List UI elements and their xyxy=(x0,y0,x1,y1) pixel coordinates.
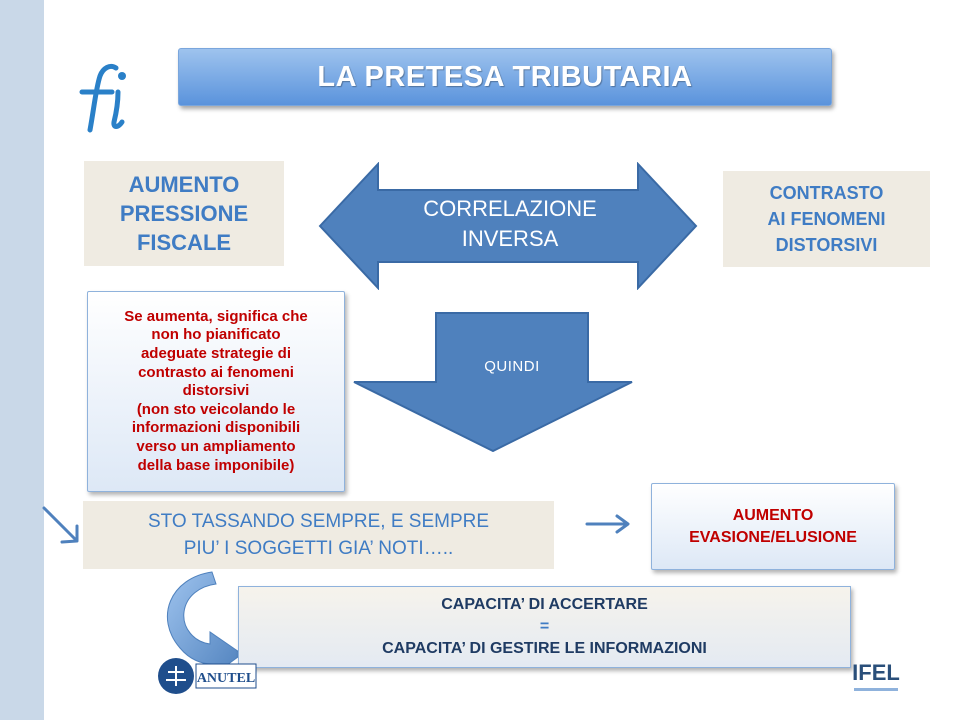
equals-sign: = xyxy=(539,618,550,635)
fi-logo xyxy=(79,63,126,133)
arrow-line: INVERSA xyxy=(461,226,559,251)
evasione-line: EVASIONE/ELUSIONE xyxy=(689,528,857,546)
explanation-box: Se aumenta, significa che non ho pianifi… xyxy=(87,291,345,492)
explanation-line: Se aumenta, significa che xyxy=(124,307,308,325)
box-line: CONTRASTO xyxy=(769,183,884,203)
tassando-line: PIU’ I SOGGETTI GIA’ NOTI….. xyxy=(183,538,454,559)
aumento-evasione-box: AUMENTO EVASIONE/ELUSIONE xyxy=(651,483,895,570)
ifel-text: IFEL xyxy=(852,660,900,685)
tassando-line: STO TASSANDO SEMPRE, E SEMPRE xyxy=(147,511,490,532)
explanation-line: verso un ampliamento xyxy=(136,437,296,455)
page-title-text: LA PRETESA TRIBUTARIA xyxy=(317,60,693,93)
correlazione-double-arrow xyxy=(318,162,698,290)
capacita-box: CAPACITA’ DI ACCERTARE = CAPACITA’ DI GE… xyxy=(238,586,851,668)
explanation-line: informazioni disponibili xyxy=(131,419,301,437)
arrow-line: CORRELAZIONE xyxy=(423,196,597,221)
capacita-line: CAPACITA’ DI GESTIRE LE INFORMAZIONI xyxy=(382,640,707,657)
quindi-down-arrow xyxy=(353,312,633,452)
diagonal-arrow-icon xyxy=(42,506,79,544)
box-line: FISCALE xyxy=(136,230,232,255)
explanation-line: (non sto veicolando le xyxy=(136,400,296,418)
box-line: AUMENTO xyxy=(128,172,240,197)
explanation-line: adeguate strategie di xyxy=(140,345,292,363)
capacita-line: CAPACITA’ DI ACCERTARE xyxy=(441,596,648,613)
box-line: PRESSIONE xyxy=(119,201,249,226)
anutel-logo: ANUTEL xyxy=(158,658,257,694)
right-arrow-icon xyxy=(585,514,630,534)
evasione-line: AUMENTO xyxy=(732,506,814,524)
anutel-text: ANUTEL xyxy=(197,671,255,686)
tassando-box: STO TASSANDO SEMPRE, E SEMPRE PIU’ I SOG… xyxy=(83,501,554,569)
aumento-pressione-fiscale-box: AUMENTO PRESSIONE FISCALE xyxy=(84,161,284,266)
explanation-line: non ho pianificato xyxy=(151,326,281,344)
quindi-label: QUINDI xyxy=(484,358,540,375)
box-line: AI FENOMENI xyxy=(767,209,886,229)
page-title: LA PRETESA TRIBUTARIA xyxy=(178,48,832,106)
explanation-line: distorsivi xyxy=(182,382,250,400)
box-line: DISTORSIVI xyxy=(775,235,878,255)
left-decorative-band xyxy=(0,0,44,720)
explanation-line: della base imponibile) xyxy=(137,456,295,474)
contrasto-fenomeni-box: CONTRASTO AI FENOMENI DISTORSIVI xyxy=(723,171,930,267)
explanation-line: contrasto ai fenomeni xyxy=(138,363,294,381)
correlazione-inversa-label: CORRELAZIONE INVERSA xyxy=(390,194,630,254)
ifel-logo: IFEL xyxy=(852,660,900,691)
